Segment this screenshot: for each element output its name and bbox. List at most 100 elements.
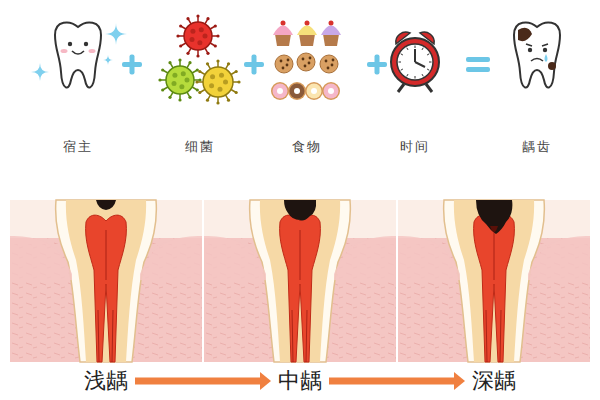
bacterium-spike-tip — [198, 91, 201, 94]
bacterium-spike-tip — [235, 70, 238, 73]
cookie-chip — [332, 59, 335, 62]
cookie-chip — [282, 67, 285, 70]
stage-label-box: 深龋 — [468, 366, 520, 396]
bacterium-spike-tip — [161, 68, 164, 71]
bacterium-spot — [190, 29, 195, 34]
donut-hole — [328, 88, 334, 94]
bacterium-spot — [218, 87, 223, 92]
bacterium-spike-tip — [216, 59, 219, 62]
caries-lesion — [96, 200, 116, 210]
bacterium-spike-tip — [179, 44, 182, 47]
clock-tick — [429, 62, 432, 63]
bacterium-spike-tip — [198, 78, 201, 81]
cookie-chip — [280, 60, 283, 63]
stage-label-box: 浅龋 — [80, 366, 132, 396]
bacterium-spike-tip — [206, 99, 209, 102]
decay-spot — [548, 62, 556, 70]
donut-icing — [324, 84, 339, 99]
tooth-eyebrow — [526, 44, 548, 46]
clock-tick — [427, 54, 429, 55]
clock-leg — [398, 84, 404, 92]
cupcake-cherry — [305, 21, 310, 26]
gum-flap — [140, 236, 202, 280]
bacterium-icon — [195, 59, 240, 104]
gum-flap — [398, 236, 460, 280]
bacterium-spike-tip — [198, 70, 201, 73]
cookie — [297, 53, 315, 71]
cupcake-icing — [297, 26, 317, 36]
clock-leg — [426, 84, 432, 92]
bacterium-spike-tip — [237, 80, 240, 83]
clock-hand — [414, 49, 416, 62]
bacterium-spike-tip — [179, 24, 182, 27]
caries-equation — [31, 14, 560, 104]
bacterium-spot — [199, 27, 204, 32]
bacterium-spike-tip — [176, 34, 179, 37]
tooth-frown — [531, 59, 543, 62]
donut-icing — [273, 84, 288, 99]
gum-flap — [204, 236, 266, 280]
tooth-outline — [55, 22, 101, 87]
equals-bar — [466, 57, 490, 62]
clock-tick — [422, 74, 423, 76]
tooth-section-panel — [10, 200, 202, 362]
bacterium-spike-tip — [206, 62, 209, 65]
pulp-nerve — [292, 230, 307, 362]
donut — [322, 82, 340, 100]
gum-tissue — [398, 200, 590, 362]
clock-tick — [407, 48, 408, 50]
bacterium-spot — [210, 74, 215, 79]
tooth-pulp — [280, 215, 321, 362]
stage-arrow — [329, 372, 465, 390]
sparkle-icon — [103, 55, 113, 65]
tooth-pulp — [86, 215, 127, 362]
bacterium-spot — [172, 73, 177, 78]
bacterium-spike-tip — [178, 58, 181, 61]
tooth-dentin — [454, 200, 534, 362]
arrow-shaft — [329, 378, 455, 385]
clock-tick — [399, 62, 402, 63]
donut-hole — [311, 88, 317, 94]
cookie-chip — [287, 59, 290, 62]
equals-bar — [466, 67, 490, 72]
pulp-nerve — [486, 230, 501, 362]
arrow-head — [260, 372, 271, 390]
bacterium-icon — [176, 14, 219, 57]
bacterium-spot — [181, 71, 186, 76]
bacteria-group — [158, 14, 240, 104]
bacterium-spike-tip — [216, 34, 219, 37]
bacterium-spike-tip — [227, 99, 230, 102]
clock-tick — [415, 46, 416, 49]
caries-stages — [10, 200, 590, 362]
cupcake-cup — [275, 34, 291, 46]
donut-icing — [290, 84, 305, 99]
alarm-clock-icon — [391, 32, 439, 92]
icon-caption: 宿主 — [63, 138, 93, 156]
cookie-chip — [325, 60, 328, 63]
tooth-enamel — [444, 200, 545, 362]
panel-top — [398, 200, 590, 238]
icon-caption: 食物 — [292, 138, 322, 156]
bacterium-spike-tip — [161, 88, 164, 91]
bacterium-spot — [185, 78, 190, 83]
clock-tick — [407, 74, 408, 76]
tooth-eye — [543, 48, 547, 52]
bacterium-spike-tip — [216, 101, 219, 104]
cupcake-cherry — [281, 21, 286, 26]
stage-name: 浅龋 — [84, 366, 128, 396]
plus-bar — [375, 55, 380, 75]
food-group — [271, 21, 341, 101]
plus-sign — [367, 55, 387, 75]
bacterium-spike-tip — [196, 54, 199, 57]
bacterium-spike-tip — [206, 52, 209, 55]
bacterium-spot — [203, 34, 208, 39]
bacterium-body — [203, 67, 233, 97]
tooth-dentin — [66, 200, 146, 362]
donut — [271, 82, 289, 100]
bacterium-spike-tip — [186, 17, 189, 20]
cupcake-icing — [321, 26, 341, 36]
plus-sign — [244, 55, 264, 75]
gum-flap — [334, 236, 396, 280]
donut-hole — [294, 88, 300, 94]
